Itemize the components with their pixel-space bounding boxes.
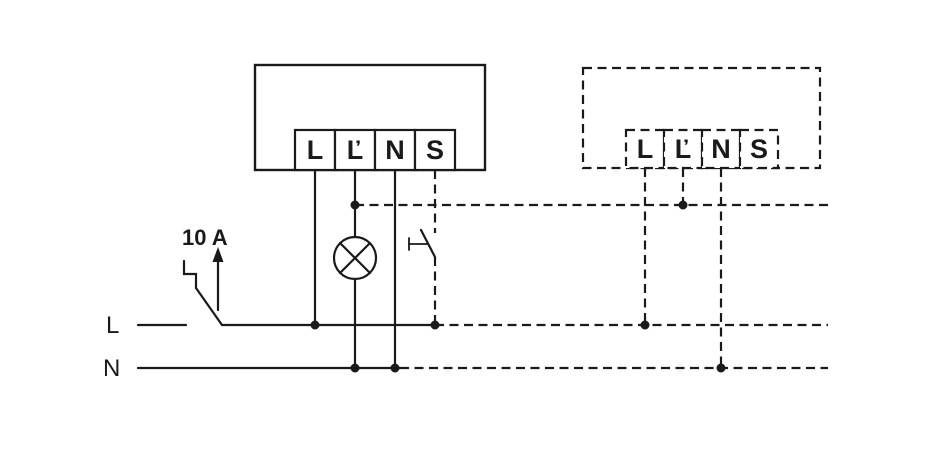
junction-dot	[350, 200, 360, 210]
junction-dot	[640, 320, 650, 330]
mains-lines: L N	[103, 203, 828, 382]
device1-terminal-label-N: N	[385, 135, 405, 165]
device1-terminal-label-L: L	[307, 135, 324, 165]
device1-wires	[313, 168, 437, 370]
junction-dot	[350, 363, 360, 373]
pushbutton-icon	[408, 228, 437, 259]
device1-terminal-block: L Ľ N S	[293, 128, 457, 172]
device1-terminal-label-Lprime: Ľ	[347, 135, 364, 165]
lamp-cross-stroke-2	[338, 241, 372, 275]
junction-dot	[678, 200, 688, 210]
device2-terminal-block: L Ľ N S	[624, 128, 780, 170]
lamp-circle	[332, 235, 378, 281]
junction-dots	[310, 200, 726, 373]
breaker-rating-label: 10 A	[182, 225, 228, 250]
device2-terminal-label-L: L	[637, 134, 654, 164]
device2-terminal-label-Lprime: Ľ	[675, 134, 692, 164]
lamp-icon	[332, 235, 378, 281]
device-2-optional: L Ľ N S	[581, 66, 822, 170]
junction-dot	[390, 363, 400, 373]
junction-dot	[716, 363, 726, 373]
junction-dot	[310, 320, 320, 330]
device-1: L Ľ N S	[253, 63, 487, 172]
breaker-release-hook	[182, 259, 198, 290]
junction-dot	[430, 320, 440, 330]
breaker-blade	[194, 286, 224, 327]
device2-terminal-box-S	[738, 128, 780, 170]
device2-wires	[643, 168, 723, 368]
circuit-breaker-icon: 10 A	[182, 225, 228, 327]
neutral-bus-label: N	[103, 355, 120, 382]
phase-bus-label: L	[106, 312, 119, 339]
device1-terminal-label-S: S	[426, 135, 444, 165]
breaker-arrow-icon	[212, 247, 224, 262]
device2-terminal-label-S: S	[750, 134, 768, 164]
device2-terminal-label-N: N	[711, 134, 731, 164]
